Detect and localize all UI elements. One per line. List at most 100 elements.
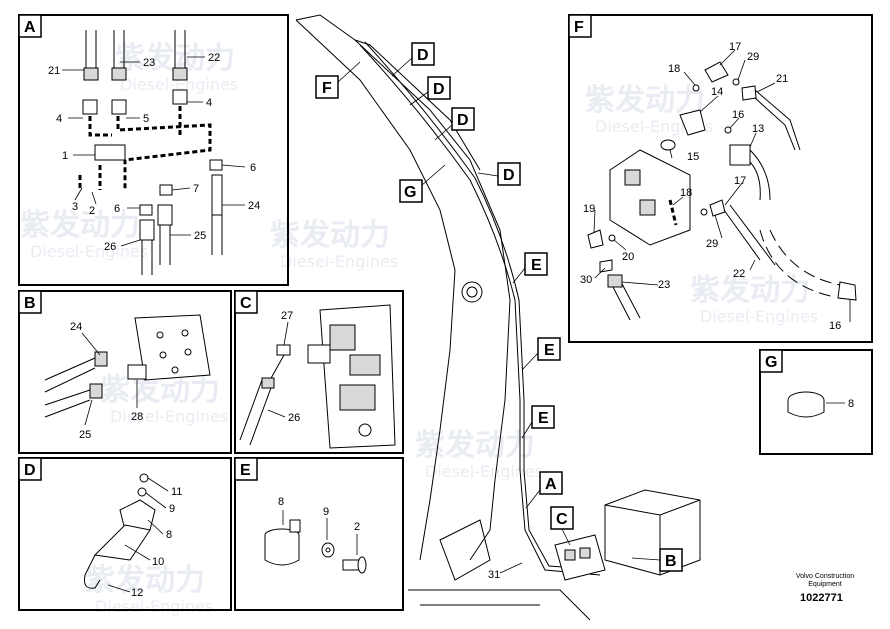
callout-a: A — [525, 471, 563, 509]
svg-text:29: 29 — [747, 51, 759, 63]
svg-text:13: 13 — [752, 123, 764, 135]
svg-text:Diesel-Engines: Diesel-Engines — [425, 462, 543, 481]
svg-text:24: 24 — [70, 321, 82, 333]
svg-text:30: 30 — [580, 274, 592, 286]
svg-text:19: 19 — [583, 203, 595, 215]
svg-text:3: 3 — [72, 201, 78, 213]
svg-text:14: 14 — [711, 86, 723, 98]
svg-text:7: 7 — [193, 183, 199, 195]
svg-text:E: E — [240, 462, 251, 479]
svg-text:2: 2 — [89, 205, 95, 217]
company-line: Volvo Construction — [795, 573, 855, 580]
svg-text:紫发动力: 紫发动力 — [415, 428, 535, 463]
svg-text:4: 4 — [206, 97, 212, 109]
svg-text:紫发动力: 紫发动力 — [690, 273, 810, 308]
callout-d4: D — [477, 162, 521, 186]
svg-text:20: 20 — [622, 251, 634, 263]
company-name: Volvo Construction Equipment — [755, 573, 890, 589]
panel-g: G 8 — [759, 349, 873, 455]
svg-text:C: C — [556, 511, 568, 528]
svg-text:G: G — [404, 184, 416, 201]
document-number: 1022771 — [800, 592, 843, 604]
svg-text:18: 18 — [668, 63, 680, 75]
panel-d: D 11 9 8 10 12 — [18, 457, 232, 611]
svg-text:6: 6 — [114, 203, 120, 215]
callout-b: B — [631, 548, 683, 572]
svg-text:28: 28 — [131, 411, 143, 423]
svg-text:Diesel-Engines: Diesel-Engines — [30, 242, 148, 261]
svg-text:紫发动力: 紫发动力 — [585, 83, 705, 118]
svg-text:25: 25 — [194, 230, 206, 242]
svg-text:5: 5 — [143, 113, 149, 125]
svg-text:27: 27 — [281, 310, 293, 322]
svg-text:G: G — [765, 354, 777, 371]
watermark: 紫发动力 Diesel-Engines 紫发动力 Diesel-Engines … — [20, 41, 818, 616]
svg-text:紫发动力: 紫发动力 — [270, 218, 390, 253]
svg-text:Diesel-Engines: Diesel-Engines — [700, 307, 818, 326]
svg-text:紫发动力: 紫发动力 — [85, 563, 205, 598]
company-subline: Equipment — [808, 581, 842, 588]
svg-text:B: B — [24, 295, 36, 312]
svg-text:11: 11 — [171, 486, 182, 498]
svg-text:6: 6 — [250, 162, 256, 174]
svg-text:A: A — [24, 19, 36, 36]
panel-c: C 27 26 — [234, 290, 404, 454]
panel-e: E 8 9 2 — [234, 457, 404, 611]
svg-text:D: D — [24, 462, 36, 479]
svg-text:E: E — [531, 257, 542, 274]
svg-text:12: 12 — [131, 587, 143, 599]
svg-text:D: D — [417, 47, 429, 64]
svg-text:Diesel-Engines: Diesel-Engines — [95, 597, 213, 616]
svg-text:26: 26 — [104, 241, 116, 253]
callout-g: G — [399, 164, 446, 203]
svg-text:31: 31 — [488, 569, 500, 581]
svg-text:D: D — [433, 81, 445, 98]
callout-d2: D — [409, 76, 451, 106]
callout-e2: E — [521, 337, 561, 371]
panel-a: A 21 23 22 4 5 4 1 3 2 6 — [18, 14, 289, 286]
callout-c: C — [550, 506, 574, 546]
svg-text:E: E — [538, 410, 549, 427]
svg-text:23: 23 — [143, 57, 155, 69]
svg-text:8: 8 — [278, 496, 284, 508]
svg-text:10: 10 — [152, 556, 164, 568]
svg-text:21: 21 — [776, 73, 788, 85]
svg-text:9: 9 — [169, 503, 175, 515]
svg-text:17: 17 — [729, 41, 741, 53]
callout-e1: E — [512, 252, 548, 284]
svg-text:15: 15 — [687, 151, 699, 163]
svg-text:23: 23 — [658, 279, 670, 291]
svg-text:4: 4 — [56, 113, 62, 125]
svg-text:A: A — [545, 476, 557, 493]
callout-e3: E — [521, 405, 555, 439]
svg-text:8: 8 — [848, 398, 854, 410]
svg-text:16: 16 — [829, 320, 841, 332]
svg-text:16: 16 — [732, 109, 744, 121]
svg-text:1: 1 — [62, 150, 68, 162]
svg-text:8: 8 — [166, 529, 172, 541]
svg-text:24: 24 — [248, 200, 260, 212]
boom-callouts: F D D D D G E E E A C B — [315, 42, 683, 572]
svg-text:29: 29 — [706, 238, 718, 250]
svg-text:18: 18 — [680, 187, 692, 199]
svg-text:E: E — [544, 342, 555, 359]
panel-b: B 24 28 25 — [18, 290, 232, 454]
callout-d1: D — [391, 42, 435, 77]
callout-f: F — [315, 61, 361, 99]
svg-text:B: B — [665, 553, 677, 570]
svg-text:D: D — [503, 167, 515, 184]
svg-text:Diesel-Engines: Diesel-Engines — [280, 252, 398, 271]
callout-d3: D — [434, 107, 475, 141]
svg-text:F: F — [322, 80, 332, 97]
svg-text:D: D — [457, 112, 469, 129]
svg-text:Diesel-Engines: Diesel-Engines — [110, 407, 228, 426]
svg-text:22: 22 — [733, 268, 745, 280]
svg-text:F: F — [574, 19, 584, 36]
svg-text:9: 9 — [323, 506, 329, 518]
svg-text:22: 22 — [208, 52, 220, 64]
svg-text:17: 17 — [734, 175, 746, 187]
svg-text:21: 21 — [48, 65, 60, 77]
svg-text:25: 25 — [79, 429, 91, 441]
svg-text:C: C — [240, 295, 252, 312]
